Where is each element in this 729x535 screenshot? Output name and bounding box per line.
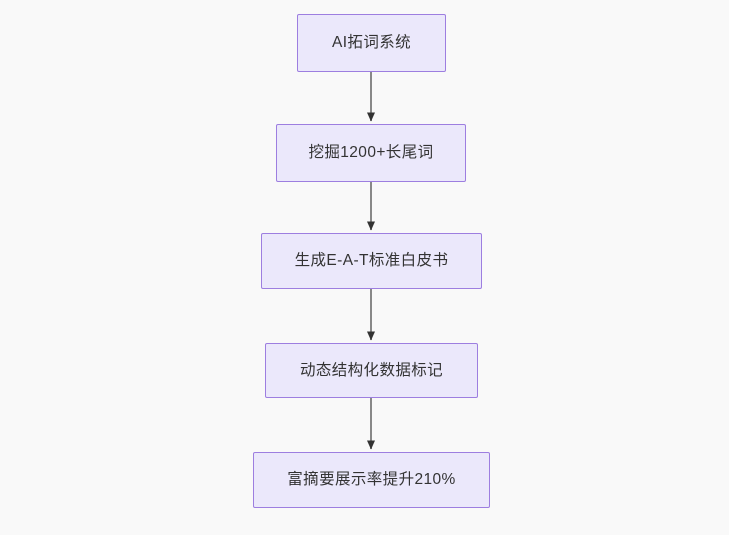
flowchart-node-mine-longtail-keywords[interactable]: 挖掘1200+长尾词 — [276, 124, 466, 182]
node-label: 富摘要展示率提升210% — [287, 471, 456, 489]
node-label: 动态结构化数据标记 — [299, 361, 444, 379]
flowchart-node-ai-keyword-system[interactable]: AI拓词系统 — [297, 14, 446, 72]
flowchart-node-rich-snippet-rate-increase[interactable]: 富摘要展示率提升210% — [253, 452, 490, 508]
node-label: AI拓词系统 — [331, 34, 412, 52]
flowchart-node-dynamic-structured-data-markup[interactable]: 动态结构化数据标记 — [265, 343, 478, 398]
flowchart-node-generate-eat-whitepaper[interactable]: 生成E-A-T标准白皮书 — [261, 233, 482, 289]
node-label: 挖掘1200+长尾词 — [308, 144, 434, 162]
node-label: 生成E-A-T标准白皮书 — [294, 252, 449, 270]
